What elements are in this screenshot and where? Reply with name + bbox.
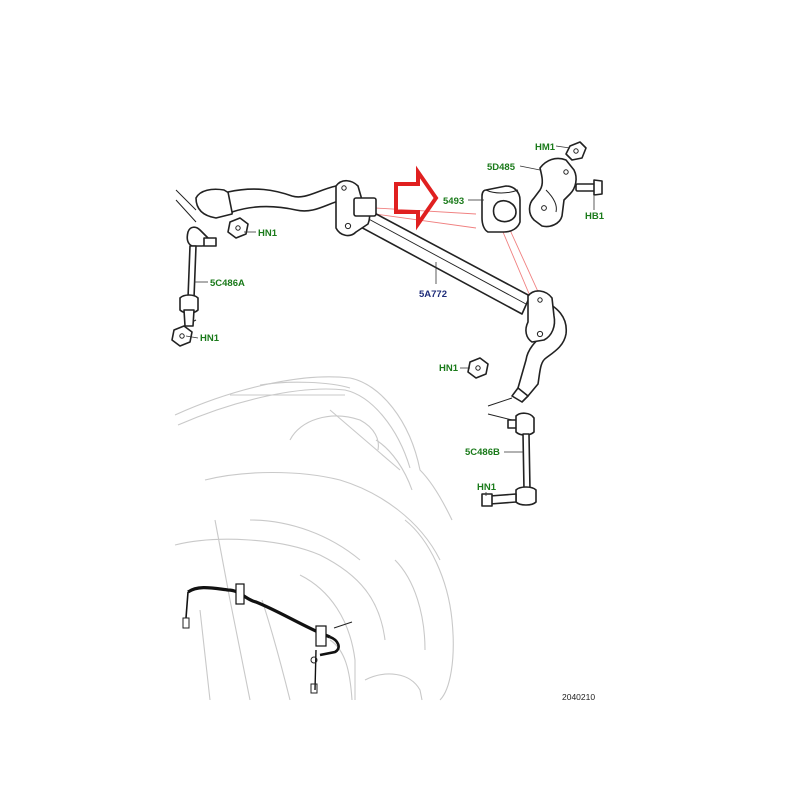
clamp-5d485 xyxy=(528,157,577,228)
nut-hn1-a xyxy=(227,217,249,239)
vehicle-outline xyxy=(174,376,454,701)
label-5c486b: 5C486B xyxy=(465,447,500,458)
left-bushing-bracket xyxy=(335,179,377,237)
label-5a772: 5A772 xyxy=(419,289,447,300)
label-5d485: 5D485 xyxy=(487,162,516,173)
callout-leaders xyxy=(185,145,595,496)
nut-hn1-c xyxy=(467,357,489,379)
reference-lines xyxy=(175,189,513,421)
label-hn1-c: HN1 xyxy=(439,363,459,374)
link-5c486a xyxy=(179,226,217,327)
label-hm1: HM1 xyxy=(535,142,556,153)
label-5c486a: 5C486A xyxy=(210,278,245,289)
right-bushing-bracket xyxy=(525,290,556,343)
stabilizer-bar-5a772 xyxy=(195,185,567,403)
label-5493: 5493 xyxy=(443,196,464,207)
installed-stabilizer-bar xyxy=(182,583,353,694)
label-hn1-d: HN1 xyxy=(477,482,497,493)
reference-number: 2040210 xyxy=(562,692,595,702)
label-hb1: HB1 xyxy=(585,211,605,222)
link-5c486b xyxy=(481,412,537,507)
nut-hn1-b xyxy=(171,325,193,347)
bolt-hm1 xyxy=(565,141,587,161)
bolt-hb1 xyxy=(575,179,603,196)
red-arrow-icon xyxy=(394,165,439,231)
bushing-5493 xyxy=(481,185,521,233)
label-hn1-a: HN1 xyxy=(258,228,278,239)
label-hn1-b: HN1 xyxy=(200,333,220,344)
